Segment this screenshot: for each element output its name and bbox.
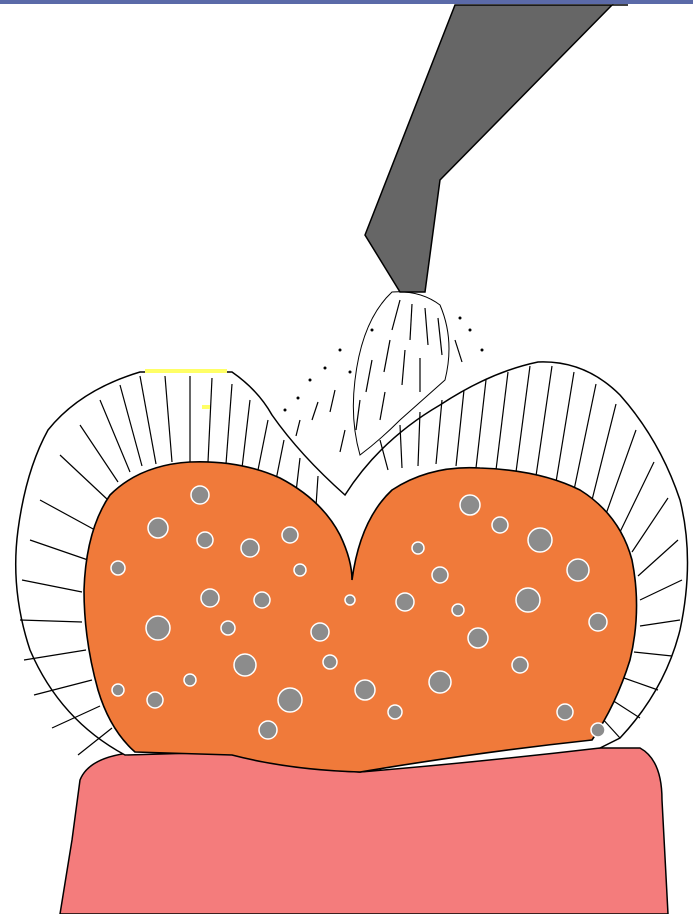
dental-instrument [365,5,612,292]
gum-tissue [60,748,668,914]
cusp-highlight-dot [202,405,210,409]
cusp-highlight [145,369,227,373]
